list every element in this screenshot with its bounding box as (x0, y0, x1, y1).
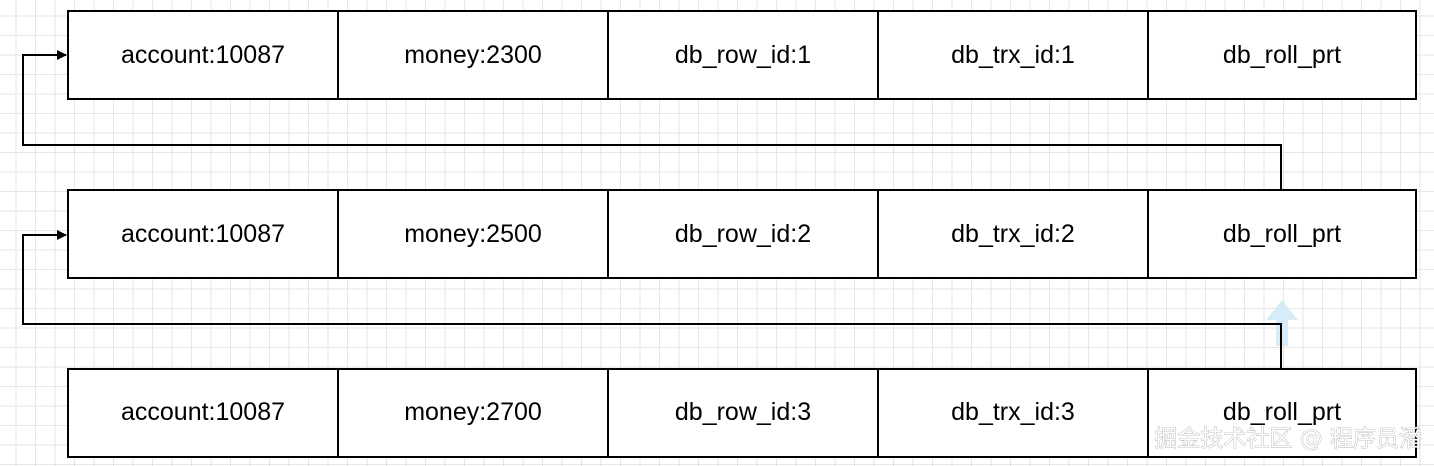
account-label: account:10087 (121, 41, 285, 69)
trx-id-label: db_trx_id:3 (951, 398, 1075, 426)
record-row-3: account:10087 money:2700 db_row_id:3 db_… (67, 368, 1417, 458)
record-row-2: account:10087 money:2500 db_row_id:2 db_… (67, 189, 1417, 279)
row-id-label: db_row_id:3 (675, 398, 811, 426)
roll-pointer-label: db_roll_prt (1223, 398, 1341, 426)
record-cell (67, 10, 339, 100)
row-id-label: db_row_id:2 (675, 220, 811, 248)
roll-pointer-label: db_roll_prt (1223, 220, 1341, 248)
record-cell (67, 189, 339, 279)
record-cell (1147, 368, 1417, 458)
watermark-label: 掘金技术社区 @ 程序员潘 (1154, 426, 1422, 452)
record-cell (1147, 189, 1417, 279)
record-cell (607, 189, 879, 279)
record-cell (337, 368, 609, 458)
account-label: account:10087 (121, 398, 285, 426)
record-cell (1147, 10, 1417, 100)
row-id-label: db_row_id:1 (675, 41, 811, 69)
record-cell (607, 10, 879, 100)
account-label: account:10087 (121, 220, 285, 248)
trx-id-label: db_trx_id:1 (951, 41, 1075, 69)
trx-id-label: db_trx_id:2 (951, 220, 1075, 248)
roll-pointer-label: db_roll_prt (1223, 41, 1341, 69)
money-label: money:2700 (404, 398, 542, 426)
roll-pointer-connector-3-to-2 (22, 230, 1282, 368)
roll-pointer-connector-2-to-1 (22, 50, 1282, 189)
record-cell (67, 368, 339, 458)
record-cell (877, 368, 1149, 458)
money-label: money:2300 (404, 41, 542, 69)
record-cell (877, 10, 1149, 100)
money-label: money:2500 (404, 220, 542, 248)
record-cell (877, 189, 1149, 279)
record-cell (337, 189, 609, 279)
record-row-1: account:10087 money:2300 db_row_id:1 db_… (67, 10, 1417, 100)
